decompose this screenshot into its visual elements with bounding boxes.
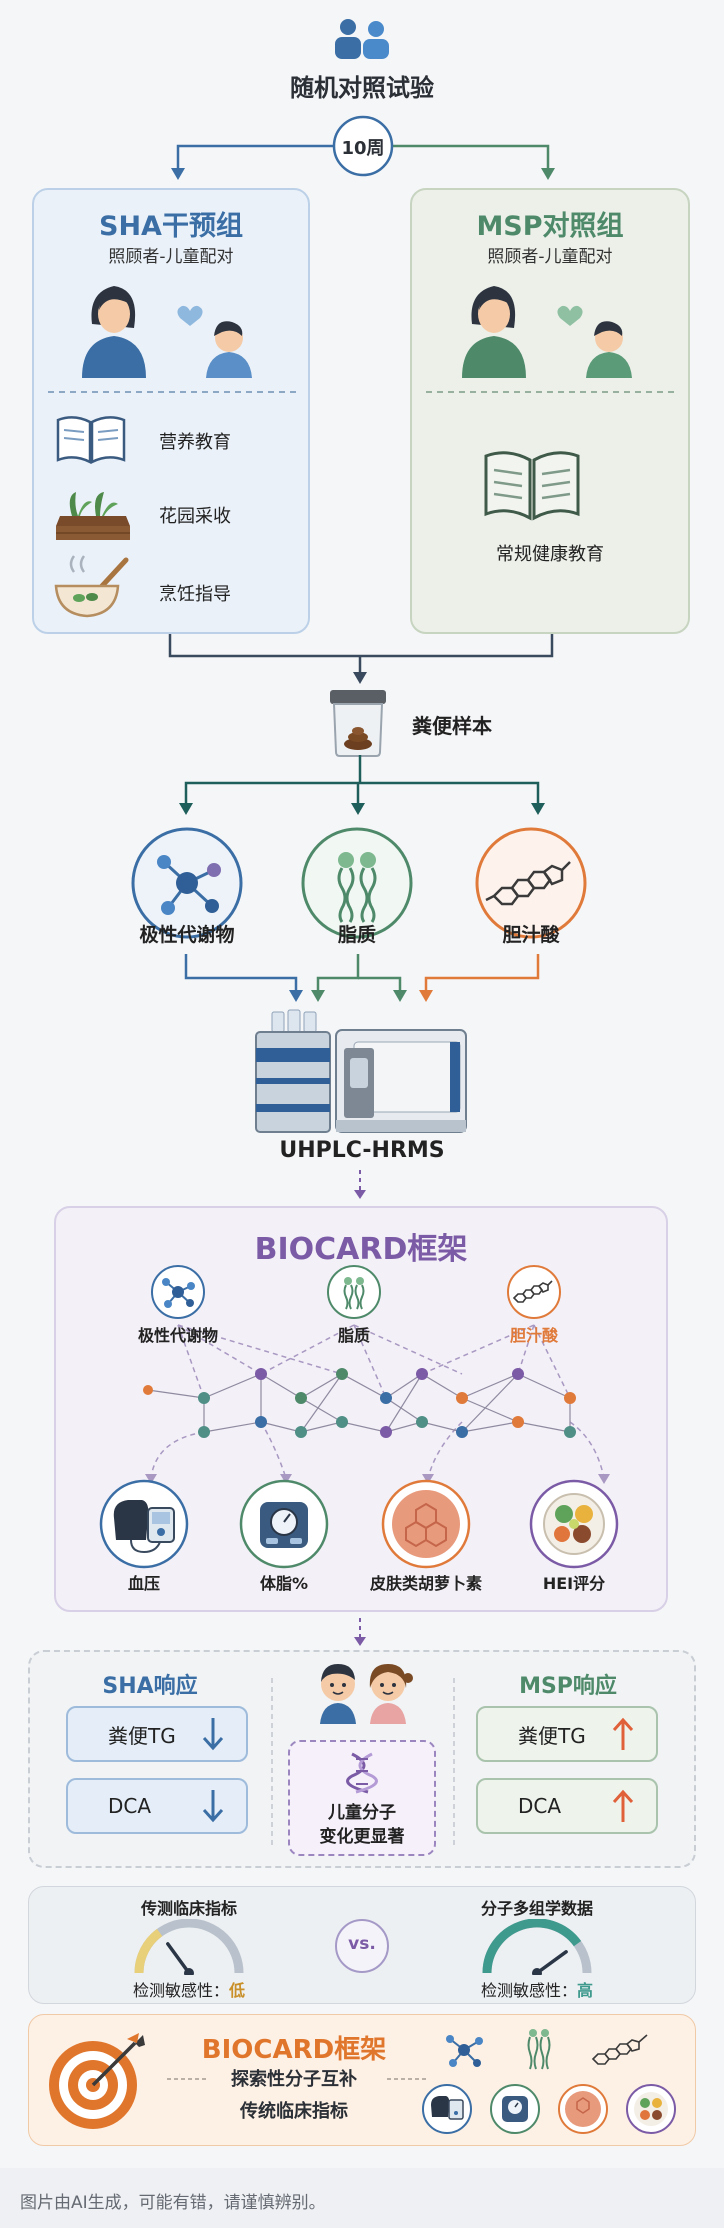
merge-connector	[168, 634, 554, 684]
blood-pressure-monitor-icon	[421, 2083, 473, 2135]
outcome-label-carotenoid: 皮肤类胡萝卜素	[369, 1574, 482, 1593]
sample-label: 粪便样本	[412, 714, 492, 738]
response-panel: SHA响应 粪便TG DCA	[28, 1650, 696, 1868]
lipid-icon	[300, 826, 414, 940]
framework-network	[143, 1324, 610, 1484]
summary-title: BIOCARD框架	[201, 2035, 387, 2065]
right-caption: 检测敏感性：高	[480, 1981, 594, 2000]
framework-title: BIOCARD框架	[254, 1232, 468, 1267]
top-connectors	[171, 115, 555, 180]
sha-response-label: DCA	[108, 1794, 152, 1818]
right-title: 分子多组学数据	[480, 1899, 593, 1918]
outcome-label-bodyfat: 体脂%	[259, 1574, 309, 1593]
bile-acid-icon	[589, 2029, 653, 2073]
child-change-line2: 变化更显著	[319, 1827, 405, 1847]
msp-response-row: 粪便TG	[476, 1706, 658, 1762]
outcome-label-hei: HEI评分	[542, 1574, 606, 1593]
analyte-label-lipid: 脂质	[337, 924, 376, 946]
sample-jar-icon	[326, 686, 390, 758]
msp-response-row: DCA	[476, 1778, 658, 1834]
msp-group-panel: MSP对照组 照顾者-儿童配对 常规健康教育	[410, 188, 690, 634]
body-fat-scale-icon	[489, 2083, 541, 2135]
children-icon	[308, 1658, 418, 1724]
biocard-framework-panel: BIOCARD框架	[54, 1206, 668, 1612]
polar-metabolite-icon	[150, 1264, 206, 1320]
analyte-label-bile: 胆汁酸	[502, 924, 560, 946]
msp-group-subtitle: 照顾者-儿童配对	[487, 247, 613, 267]
caregiver-child-illustration	[74, 270, 274, 380]
duration-badge: 10周	[341, 138, 385, 159]
right-gauge	[482, 1919, 592, 1975]
arrow-down-icon	[202, 1788, 224, 1824]
polar-metabolite-icon	[130, 826, 244, 940]
instrument-label: UHPLC-HRMS	[279, 1138, 445, 1163]
people-icon	[330, 16, 394, 62]
dashed-arrow	[354, 1618, 366, 1646]
sha-group-title: SHA干预组	[99, 211, 243, 242]
sha-group-panel: SHA干预组 照顾者-儿童配对 营养教育	[32, 188, 310, 634]
dashed-arrow	[354, 1170, 366, 1199]
cooking-bowl-icon	[52, 552, 134, 622]
skin-carotenoid-icon	[380, 1478, 472, 1570]
vs-badge: vs.	[335, 1919, 389, 1973]
sha-item-1: 营养教育	[159, 432, 231, 453]
left-title: 传测临床指标	[140, 1899, 237, 1918]
uhplc-hrms-instrument-icon	[250, 1008, 470, 1136]
child-change-box: 儿童分子 变化更显著	[288, 1740, 436, 1856]
arrow-up-icon	[612, 1788, 634, 1824]
target-icon	[43, 2029, 147, 2133]
framework-input-polar: 极性代谢物	[137, 1326, 218, 1345]
dna-icon	[342, 1750, 382, 1794]
framework-input-lipid: 脂质	[337, 1326, 370, 1345]
left-caption: 检测敏感性：低	[132, 1981, 246, 2000]
polar-metabolite-icon	[439, 2027, 489, 2073]
arrow-down-icon	[202, 1716, 224, 1752]
converge-connector	[184, 954, 540, 1002]
outcome-label-bp: 血压	[127, 1574, 160, 1593]
msp-item-1: 常规健康教育	[496, 544, 604, 565]
bile-acid-icon	[474, 826, 588, 940]
blood-pressure-monitor-icon	[98, 1478, 190, 1570]
sha-response-title: SHA响应	[102, 1674, 198, 1699]
left-gauge	[134, 1919, 244, 1975]
page-title: 随机对照试验	[290, 74, 434, 102]
ai-disclaimer: 图片由AI生成，可能有错，请谨慎辨别。	[20, 2193, 326, 2213]
sha-item-2: 花园采收	[159, 506, 231, 527]
split-connector	[179, 755, 545, 815]
sensitivity-comparison-panel: 传测临床指标 检测敏感性：低 vs. 分子多组学数据 检测敏感性：高	[28, 1886, 696, 2004]
lipid-icon	[519, 2025, 559, 2075]
bile-acid-icon	[506, 1264, 562, 1320]
hei-food-plate-icon	[625, 2083, 677, 2135]
hei-food-plate-icon	[528, 1478, 620, 1570]
sha-response-label: 粪便TG	[108, 1723, 176, 1748]
sha-item-3: 烹饪指导	[159, 584, 231, 605]
caregiver-child-illustration	[454, 270, 654, 380]
msp-response-label: 粪便TG	[518, 1723, 586, 1748]
book-icon	[54, 412, 128, 468]
lipid-icon	[326, 1264, 382, 1320]
sha-response-row: 粪便TG	[66, 1706, 248, 1762]
summary-line2: 传统临床指标	[240, 2101, 348, 2122]
summary-line1: 探索性分子互补	[231, 2069, 357, 2090]
open-book-icon	[480, 446, 584, 526]
child-change-line1: 儿童分子	[328, 1803, 396, 1823]
msp-group-title: MSP对照组	[476, 211, 624, 242]
analyte-label-polar: 极性代谢物	[139, 924, 235, 946]
garden-bed-icon	[52, 482, 134, 544]
skin-carotenoid-icon	[557, 2083, 609, 2135]
msp-response-title: MSP响应	[519, 1674, 617, 1699]
body-fat-scale-icon	[238, 1478, 330, 1570]
msp-response-label: DCA	[518, 1794, 562, 1818]
footer-bar: 图片由AI生成，可能有错，请谨慎辨别。	[0, 2168, 724, 2228]
framework-input-bile: 胆汁酸	[509, 1326, 558, 1345]
sha-response-row: DCA	[66, 1778, 248, 1834]
arrow-up-icon	[612, 1716, 634, 1752]
sha-group-subtitle: 照顾者-儿童配对	[108, 247, 234, 267]
summary-panel: BIOCARD框架 探索性分子互补 传统临床指标	[28, 2014, 696, 2146]
